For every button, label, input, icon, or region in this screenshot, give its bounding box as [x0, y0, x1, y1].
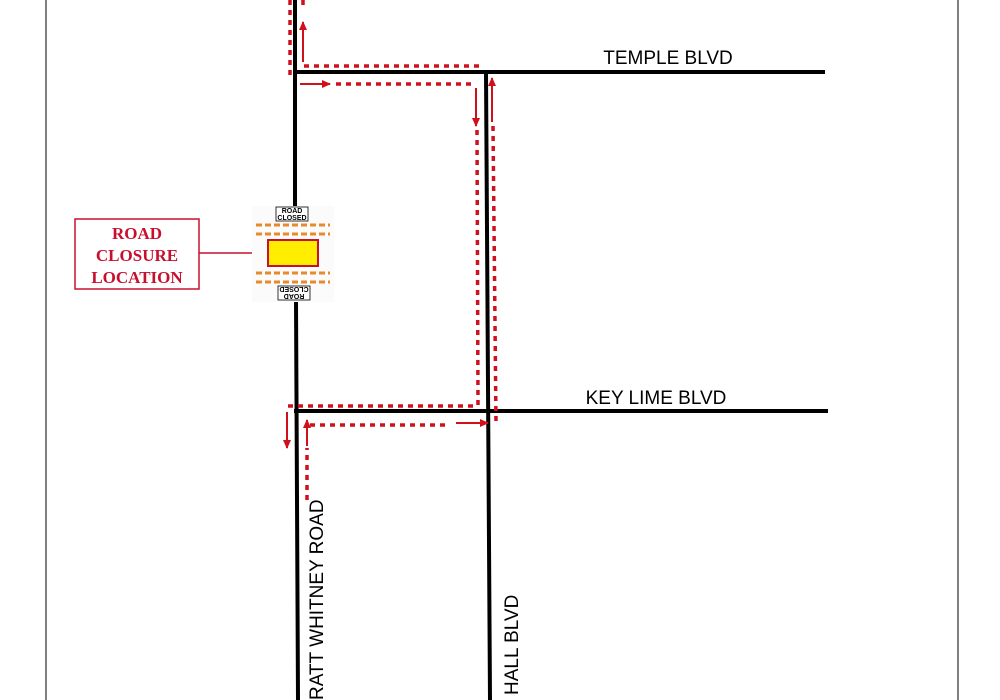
label-hall-blvd: HALL BLVD	[502, 595, 523, 695]
closure-label-line2: CLOSURE	[96, 246, 178, 265]
closure-label-line1: ROAD	[112, 224, 162, 243]
barricade-icon: ROAD CLOSED ROAD CLOSED	[252, 206, 334, 302]
roads	[293, 0, 828, 700]
road-pratt-whitney-south	[294, 299, 300, 700]
svg-text:ROAD: ROAD	[284, 292, 305, 299]
road-closure-callout: ROAD CLOSURE LOCATION	[74, 218, 263, 290]
closure-zone	[267, 239, 319, 267]
detour-route	[283, 0, 498, 500]
svg-text:CLOSED: CLOSED	[277, 215, 306, 222]
road-hall-blvd	[484, 71, 492, 700]
label-key-lime-blvd: KEY LIME BLVD	[586, 388, 727, 409]
label-pratt-whitney-road: RATT WHITNEY ROAD	[307, 499, 328, 700]
label-temple-blvd: TEMPLE BLVD	[603, 48, 733, 69]
svg-text:CLOSED: CLOSED	[279, 285, 308, 292]
svg-text:ROAD: ROAD	[282, 208, 303, 215]
closure-label-line3: LOCATION	[91, 268, 183, 287]
